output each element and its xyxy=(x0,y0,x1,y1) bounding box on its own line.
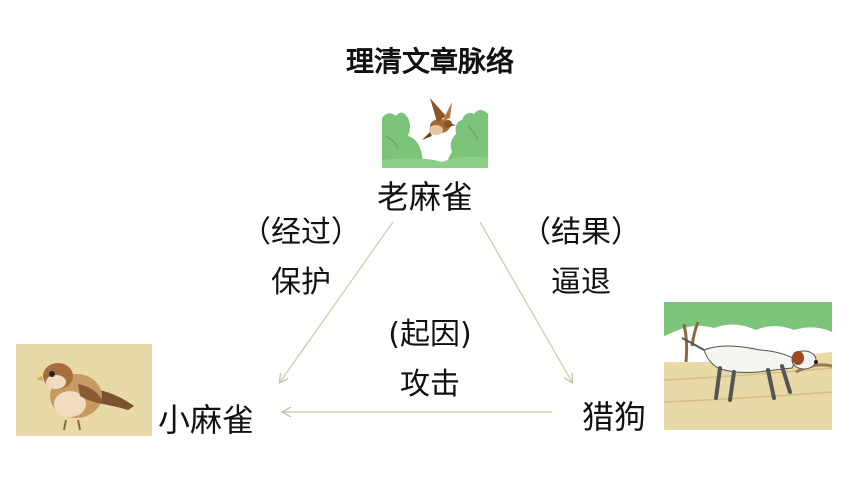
relation-process-tag: （经过） xyxy=(241,215,361,250)
edge-old-to-little xyxy=(280,221,394,382)
relation-cause-tag: (起因) xyxy=(388,317,472,352)
relation-cause-text: 攻击 xyxy=(400,367,460,402)
relation-cause: (起因) 攻击 xyxy=(355,310,505,410)
hunting-dog-image xyxy=(664,302,832,430)
relation-result-tag: （结果） xyxy=(521,215,641,250)
node-hunting-dog: 猎狗 xyxy=(582,398,647,436)
node-little-sparrow: 小麻雀 xyxy=(158,401,255,439)
relation-result-text: 逼退 xyxy=(551,265,611,300)
relation-process-text: 保护 xyxy=(271,265,331,300)
relation-result: （结果） 逼退 xyxy=(506,208,656,308)
diagram-title: 理清文章脉络 xyxy=(345,45,514,78)
relation-process: （经过） 保护 xyxy=(226,208,376,308)
old-sparrow-image xyxy=(382,96,488,168)
edge-old-to-dog xyxy=(479,221,572,382)
node-old-sparrow: 老麻雀 xyxy=(377,178,474,216)
little-sparrow-image xyxy=(16,344,152,436)
